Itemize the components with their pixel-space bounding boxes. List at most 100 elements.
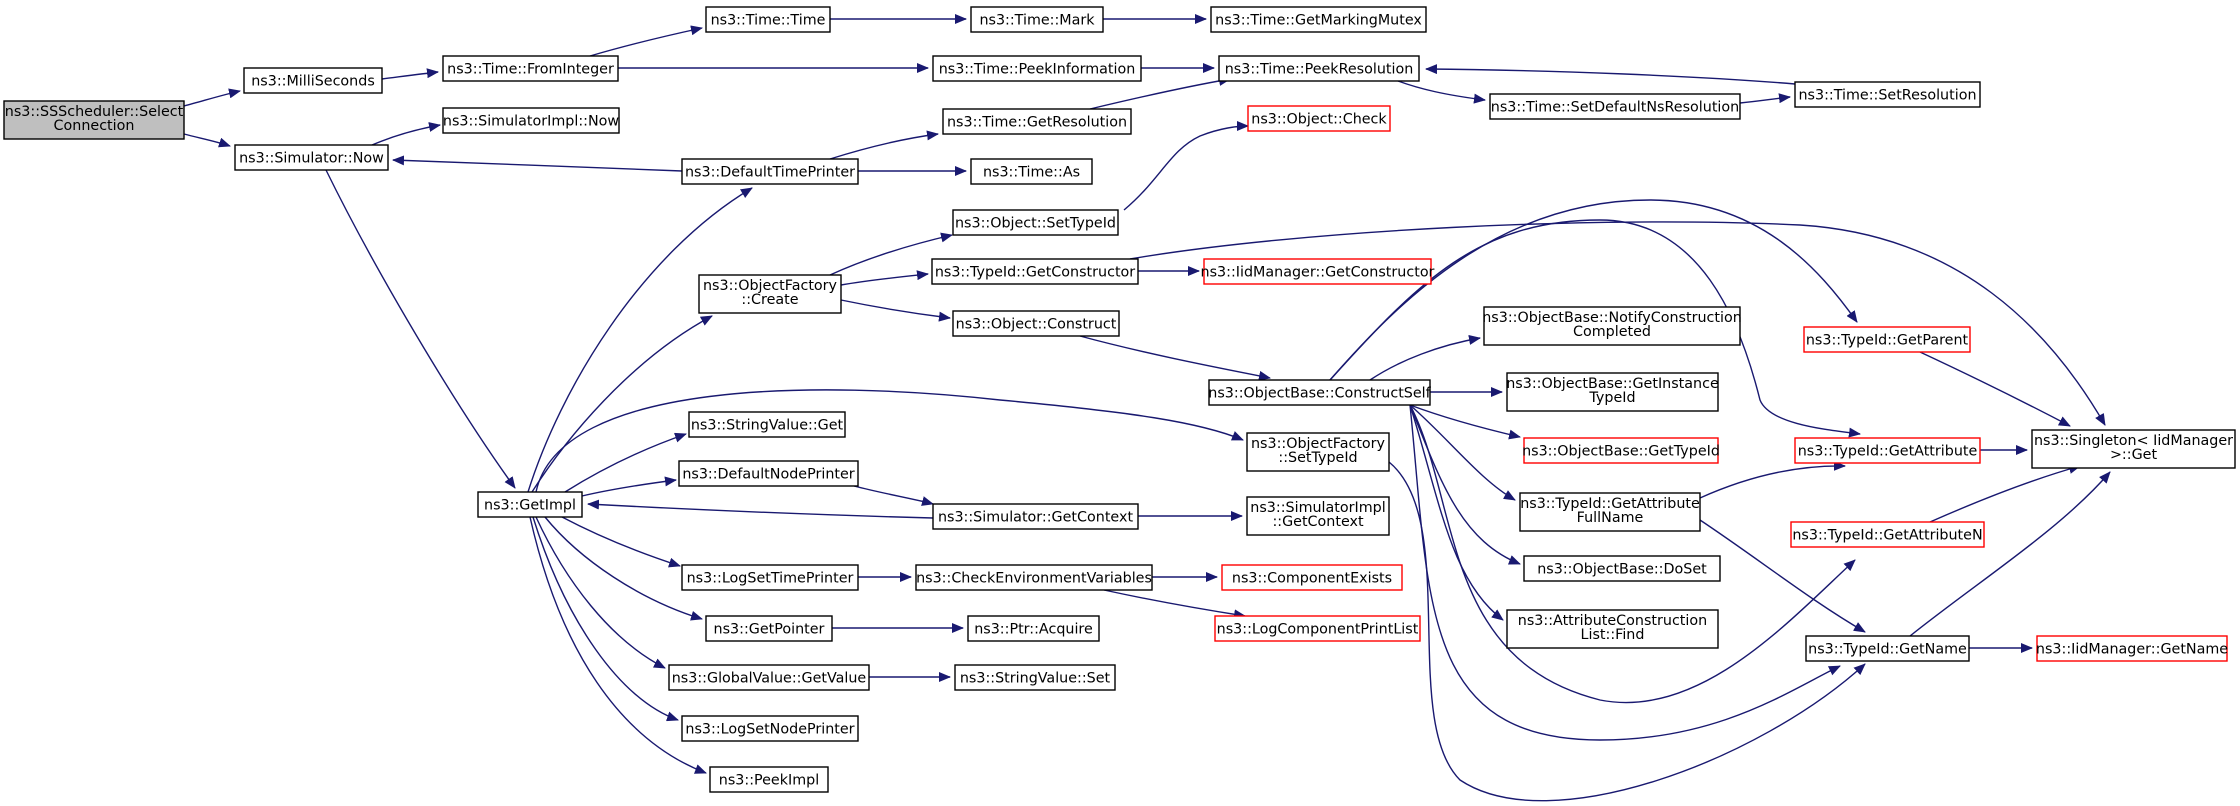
node-box[interactable] (932, 503, 1139, 530)
node-box[interactable] (1519, 492, 1701, 532)
node-typeid-getconstructor[interactable]: ns3::TypeId::GetConstructor (931, 258, 1139, 285)
node-box[interactable] (952, 310, 1120, 337)
node-objectbase-gettypeid[interactable]: ns3::ObjectBase::GetTypeId (1522, 437, 1720, 464)
node-box[interactable] (970, 158, 1093, 185)
node-time-setresolution[interactable]: ns3::Time::SetResolution (1794, 81, 1981, 108)
node-time-getresolution[interactable]: ns3::Time::GetResolution (942, 108, 1132, 135)
node-box[interactable] (1794, 437, 1981, 464)
node-box[interactable] (1246, 496, 1390, 536)
node-time-getmarkingmutex[interactable]: ns3::Time::GetMarkingMutex (1210, 6, 1427, 33)
node-box[interactable] (932, 55, 1142, 82)
node-box[interactable] (477, 491, 583, 518)
node-typeid-getattributen[interactable]: ns3::TypeId::GetAttributeN (1790, 521, 1985, 548)
node-box[interactable] (915, 564, 1153, 591)
node-box[interactable] (967, 615, 1100, 642)
node-box[interactable] (2036, 635, 2228, 662)
node-box[interactable] (709, 766, 829, 793)
node-time-frominteger[interactable]: ns3::Time::FromInteger (442, 55, 619, 82)
node-box[interactable] (442, 107, 620, 134)
node-iidmanager-getconstructor[interactable]: ns3::IidManager::GetConstructor (1201, 258, 1435, 285)
node-iidmanager-getname[interactable]: ns3::IidManager::GetName (2036, 635, 2228, 662)
node-box[interactable] (970, 6, 1104, 33)
node-getimpl[interactable]: ns3::GetImpl (477, 491, 583, 518)
node-box[interactable] (681, 564, 859, 591)
node-box[interactable] (2031, 429, 2236, 469)
node-defaultnodeprinter[interactable]: ns3::DefaultNodePrinter (678, 460, 859, 487)
node-globalvalue-getvalue[interactable]: ns3::GlobalValue::GetValue (668, 664, 870, 691)
node-time-setdefaultns[interactable]: ns3::Time::SetDefaultNsResolution (1489, 93, 1741, 120)
node-box[interactable] (681, 715, 859, 742)
node-ptr-acquire[interactable]: ns3::Ptr::Acquire (967, 615, 1100, 642)
node-time-as[interactable]: ns3::Time::As (970, 158, 1093, 185)
node-objectfactory-settypeid[interactable]: ns3::ObjectFactory::SetTypeId (1246, 432, 1390, 472)
node-box[interactable] (1247, 105, 1391, 132)
node-box[interactable] (1221, 564, 1403, 591)
node-box[interactable] (1214, 615, 1421, 642)
node-box[interactable] (668, 664, 870, 691)
node-box[interactable] (1210, 6, 1427, 33)
node-box[interactable] (1246, 432, 1390, 472)
node-time-peekresolution[interactable]: ns3::Time::PeekResolution (1218, 55, 1420, 82)
node-box[interactable] (1805, 635, 1970, 662)
node-peekimpl[interactable]: ns3::PeekImpl (709, 766, 829, 793)
node-box[interactable] (688, 411, 846, 438)
node-stringvalue-set[interactable]: ns3::StringValue::Set (954, 664, 1116, 691)
node-object-check[interactable]: ns3::Object::Check (1247, 105, 1391, 132)
node-box[interactable] (698, 274, 842, 314)
node-sim-getcontext[interactable]: ns3::Simulator::GetContext (932, 503, 1139, 530)
node-box[interactable] (1794, 81, 1981, 108)
node-box[interactable] (1218, 55, 1420, 82)
node-milliseconds[interactable]: ns3::MilliSeconds (243, 67, 383, 94)
node-box[interactable] (705, 615, 833, 642)
node-simimpl-getcontext[interactable]: ns3::SimulatorImpl::GetContext (1246, 496, 1390, 536)
node-sim-now[interactable]: ns3::Simulator::Now (234, 144, 389, 171)
node-logsettimeprinter[interactable]: ns3::LogSetTimePrinter (681, 564, 859, 591)
node-typeid-getname[interactable]: ns3::TypeId::GetName (1805, 635, 1970, 662)
node-box[interactable] (954, 664, 1116, 691)
node-typeid-getparent[interactable]: ns3::TypeId::GetParent (1803, 326, 1971, 353)
node-box[interactable] (1506, 372, 1719, 412)
node-time-time[interactable]: ns3::Time::Time (705, 6, 831, 33)
node-box[interactable] (1489, 93, 1741, 120)
node-getpointer[interactable]: ns3::GetPointer (705, 615, 833, 642)
node-box[interactable] (705, 6, 831, 33)
node-box[interactable] (1523, 437, 1719, 464)
node-box[interactable] (243, 67, 383, 94)
node-simimpl-now[interactable]: ns3::SimulatorImpl::Now (442, 107, 620, 134)
node-box[interactable] (3, 100, 185, 140)
node-box[interactable] (1523, 555, 1721, 582)
node-box[interactable] (442, 55, 619, 82)
node-object-construct[interactable]: ns3::Object::Construct (952, 310, 1120, 337)
node-logcomponentprintlist[interactable]: ns3::LogComponentPrintList (1214, 615, 1421, 642)
node-logsetnodeprinter[interactable]: ns3::LogSetNodePrinter (681, 715, 859, 742)
node-defaulttimeprinter[interactable]: ns3::DefaultTimePrinter (681, 158, 859, 185)
node-box[interactable] (234, 144, 389, 171)
node-time-mark[interactable]: ns3::Time::Mark (970, 6, 1104, 33)
node-box[interactable] (1203, 258, 1432, 285)
node-box[interactable] (1803, 326, 1971, 353)
node-box[interactable] (1208, 379, 1431, 406)
node-stringvalue-get[interactable]: ns3::StringValue::Get (688, 411, 846, 438)
node-objectbase-doset[interactable]: ns3::ObjectBase::DoSet (1523, 555, 1721, 582)
node-componentexists[interactable]: ns3::ComponentExists (1221, 564, 1403, 591)
node-objectbase-constructself[interactable]: ns3::ObjectBase::ConstructSelf (1208, 379, 1432, 406)
node-typeid-getattribute[interactable]: ns3::TypeId::GetAttribute (1794, 437, 1981, 464)
node-singleton-get[interactable]: ns3::Singleton< IidManager>::Get (2031, 429, 2236, 469)
node-box[interactable] (952, 209, 1119, 236)
node-box[interactable] (681, 158, 859, 185)
node-box[interactable] (942, 108, 1132, 135)
node-box[interactable] (1483, 306, 1741, 346)
node-box[interactable] (1790, 521, 1985, 548)
node-object-settypeid[interactable]: ns3::Object::SetTypeId (952, 209, 1119, 236)
node-box[interactable] (931, 258, 1139, 285)
node-objectfactory-create[interactable]: ns3::ObjectFactory::Create (698, 274, 842, 314)
node-checkenvvars[interactable]: ns3::CheckEnvironmentVariables (915, 564, 1153, 591)
node-objectbase-notify[interactable]: ns3::ObjectBase::NotifyConstructionCompl… (1482, 306, 1742, 346)
node-box[interactable] (1506, 609, 1719, 649)
node-time-peekinformation[interactable]: ns3::Time::PeekInformation (932, 55, 1142, 82)
node-box[interactable] (678, 460, 859, 487)
